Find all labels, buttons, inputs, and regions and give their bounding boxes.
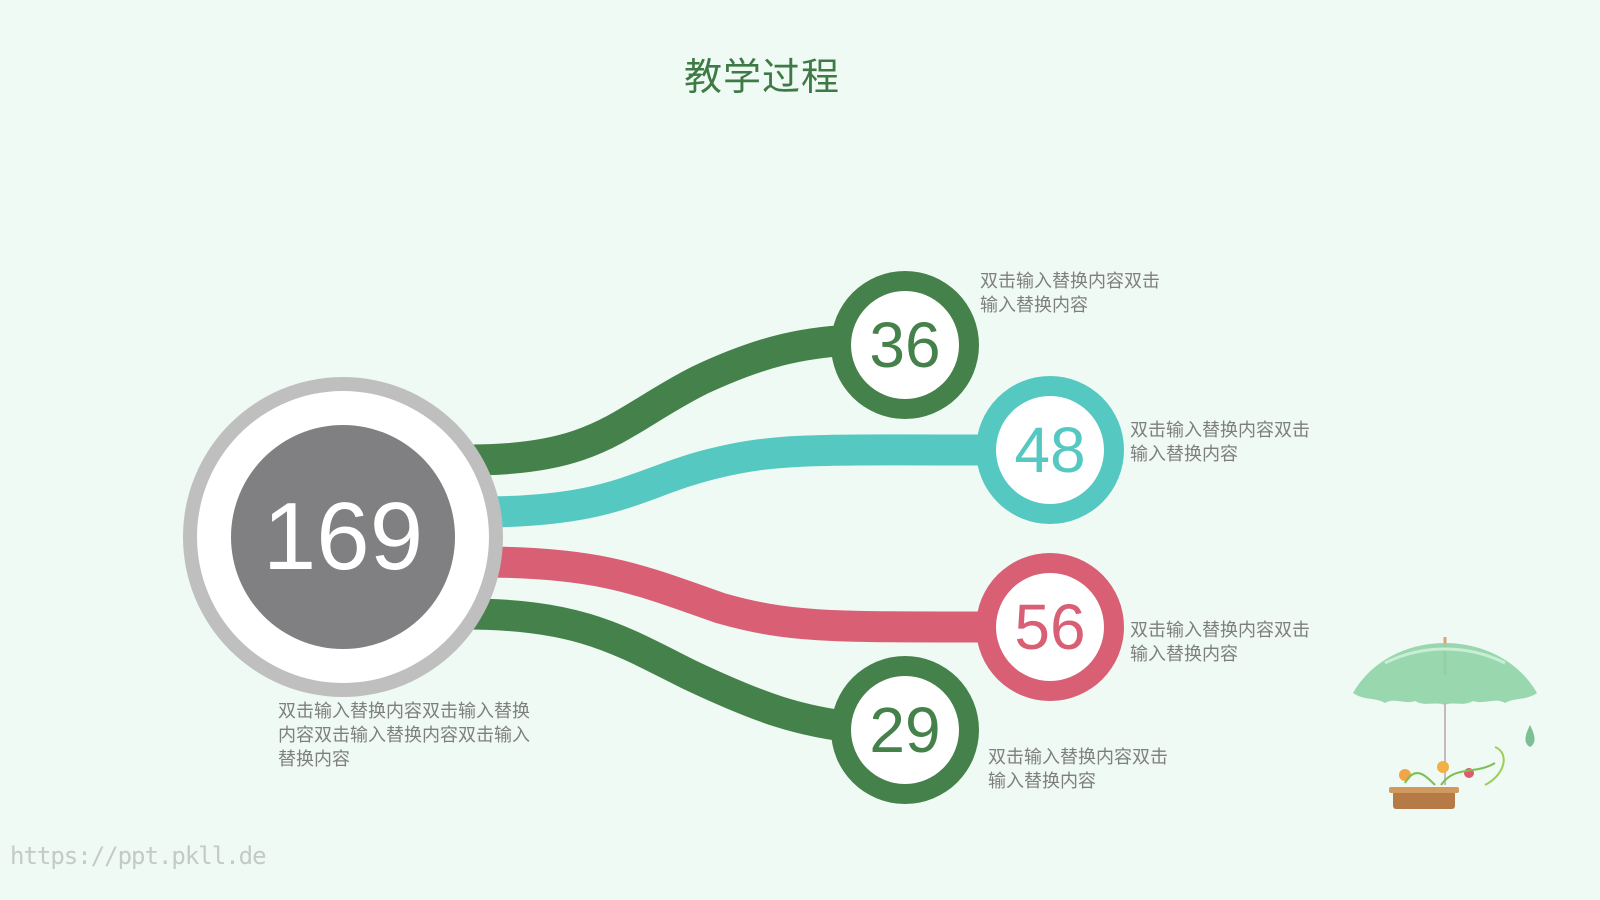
node-value-29: 29 [869, 694, 941, 766]
connector-56 [479, 546, 1001, 643]
node-value-56: 56 [1014, 591, 1086, 663]
node-48-description[interactable]: 双击输入替换内容双击输入替换内容 [1130, 420, 1310, 465]
connector-48 [479, 434, 1001, 528]
node-29-description[interactable]: 双击输入替换内容双击输入替换内容 [988, 747, 1168, 792]
page-title: 教学过程 [683, 55, 840, 99]
watermark: https://ppt.pkll.de [10, 842, 267, 870]
center-node [183, 377, 503, 697]
node-48 [976, 376, 1124, 524]
node-value-48: 48 [1014, 414, 1086, 486]
node-value-36: 36 [869, 309, 941, 381]
center-value: 169 [262, 483, 424, 590]
node-56 [976, 553, 1124, 701]
node-56-description[interactable]: 双击输入替换内容双击输入替换内容 [1130, 620, 1310, 665]
node-36 [831, 271, 979, 419]
node-36-description[interactable]: 双击输入替换内容双击输入替换内容 [980, 271, 1160, 316]
center-description[interactable]: 双击输入替换内容双击输入替换内容双击输入替换内容双击输入替换内容 [278, 701, 530, 770]
connector-36 [469, 324, 851, 476]
connector-29 [464, 598, 862, 744]
umbrella-icon [1353, 637, 1537, 809]
node-29 [831, 656, 979, 804]
